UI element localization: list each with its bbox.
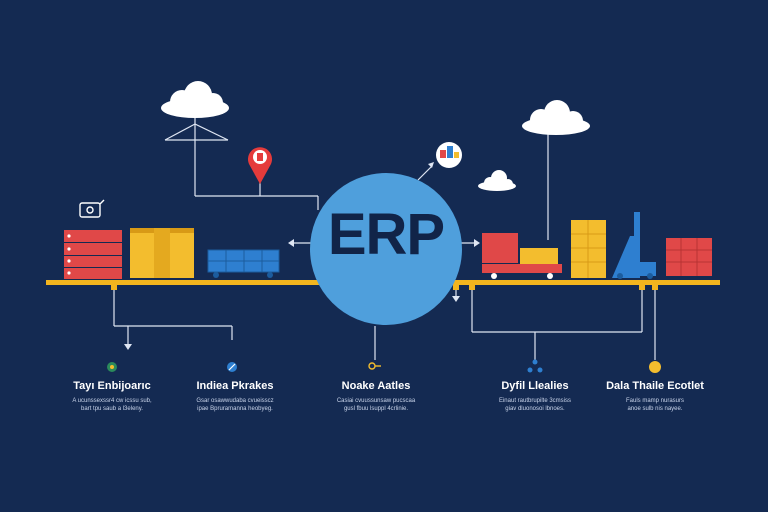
caption-3: Noake Aatles Casiai cvuussunsaw pucscaa … (311, 380, 441, 413)
caption-2: Indiea Pkrakes Gsar osawwudaba cvueisscz… (170, 380, 300, 413)
caption-desc-line: anoe sulb nis nayee. (627, 406, 683, 412)
network-icon (527, 359, 543, 373)
caption-title: Tayı Enbijoarıc (73, 380, 151, 392)
caption-desc-line: A ucunssexssr4 cw icssu sub, (72, 398, 152, 404)
compass-icon (227, 362, 237, 372)
caption-desc-line: giav dluonosoi lbnoes. (505, 406, 565, 412)
erp-hub (310, 173, 462, 325)
caption-title: Indiea Pkrakes (196, 380, 274, 392)
chart-icon (436, 142, 462, 168)
erp-hub-label: ERP (327, 202, 445, 267)
caption-4: Dyfil Llealies Einaut rautbrupilte 3cmsi… (470, 380, 600, 413)
caption-desc-line: Gsar osawwudaba cvueisscz (196, 398, 274, 404)
caption-title: Dyfil Llealies (501, 380, 569, 392)
map-pin-icon (248, 147, 272, 184)
gauge-icon (107, 362, 117, 372)
server-rack-icon (64, 230, 122, 279)
caption-desc-line: gusl fbuu lsuppl 4crlinie. (343, 406, 409, 412)
rail-nodes (111, 285, 658, 290)
arrowheads (124, 162, 480, 350)
cloud-icon (522, 100, 590, 135)
forklift-icon (612, 212, 656, 279)
dashboard-icon (79, 199, 105, 218)
coin-icon (649, 361, 661, 373)
caption-desc-line: bart tpu saub a l3eleny. (81, 406, 143, 412)
caption-desc-line: Einaut rautbrupilte 3cmsiss (498, 398, 572, 404)
shipping-container-icon (482, 233, 562, 279)
warehouse-crate-icon (130, 228, 194, 278)
cloud-icon (478, 170, 516, 191)
caption-desc-line: Fauls mamp nurasurs (625, 398, 685, 404)
truck-icon (666, 238, 712, 276)
caption-desc-line: ipae Bpruramanna heobyeg. (197, 406, 273, 412)
pallet-icon (207, 249, 280, 278)
stacked-crates-icon (571, 220, 606, 278)
truss-icon (164, 118, 229, 141)
caption-title: Noake Aatles (341, 380, 411, 392)
key-icon (368, 362, 381, 370)
caption-1: Tayı Enbijoarıc A ucunssexssr4 cw icssu … (47, 380, 177, 413)
caption-desc-line: Casiai cvuussunsaw pucscaa (336, 398, 416, 404)
caption-title: Dala Thaile Ecotlet (606, 380, 704, 392)
cloud-icon (161, 81, 229, 118)
caption-5: Dala Thaile Ecotlet Fauls mamp nurasurs … (590, 380, 720, 413)
